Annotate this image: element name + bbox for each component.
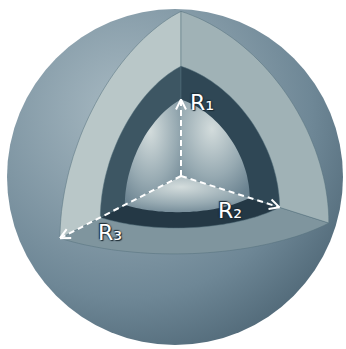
inner-sphere bbox=[181, 100, 250, 198]
radius-label: R₃ bbox=[98, 222, 122, 244]
cutaway-faces bbox=[60, 11, 329, 254]
radius-label: R₂ bbox=[218, 200, 242, 222]
arrow-head bbox=[176, 100, 186, 110]
outer-sphere bbox=[7, 9, 343, 345]
radius-arrows bbox=[60, 100, 280, 239]
radius-line bbox=[180, 100, 182, 176]
arrow-head bbox=[60, 229, 71, 238]
inner-sphere bbox=[125, 100, 181, 205]
radius-label: R₁ bbox=[190, 92, 214, 114]
arrow-head bbox=[269, 200, 280, 210]
